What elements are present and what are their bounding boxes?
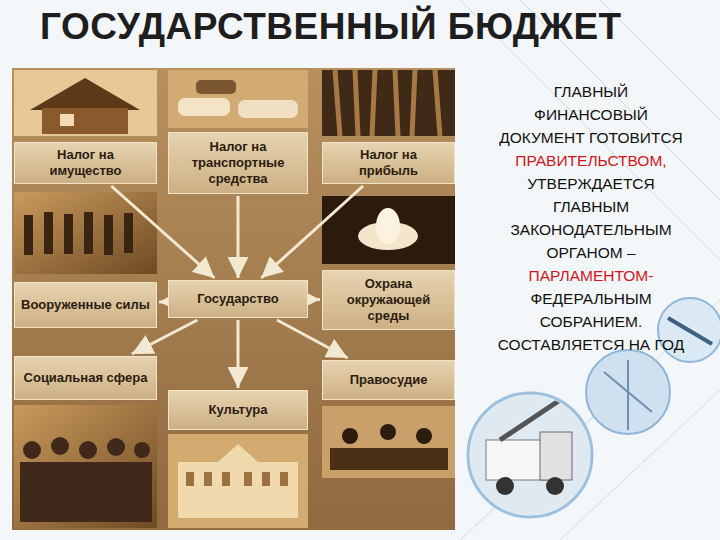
photo-cloth (322, 70, 455, 136)
photo-people (14, 405, 157, 528)
note-text: ГЛАВНЫЙ ФИНАНСОВЫЙ ДОКУМЕНТ ГОТОВИТСЯ ПР… (497, 80, 685, 356)
background-lines (460, 0, 720, 540)
tax-box: Налог на транспортные средства (168, 132, 308, 194)
note-line: УТВЕРЖДАЕТСЯ ГЛАВНЫМ ЗАКОНОДАТЕЛЬНЫМ ОРГ… (510, 175, 671, 261)
photo-circles (468, 298, 720, 518)
expense-box: Вооруженные силы (14, 282, 157, 328)
note-line: ФЕДЕРАЛЬНЫМ СОБРАНИЕМ. СОСТАВЛЯЕТСЯ НА Г… (498, 290, 684, 353)
box-text: Налог на прибыль (329, 147, 448, 179)
photo-house (14, 70, 157, 136)
arrow (310, 298, 320, 301)
expense-box: Охрана окружающей среды (322, 270, 455, 330)
box-text: Охрана окружающей среды (329, 276, 448, 324)
photo-court (322, 406, 455, 478)
box-text: Культура (208, 402, 267, 418)
photo-palace (168, 434, 308, 528)
highlight-text: ПАРЛАМЕНТОМ- (529, 267, 654, 284)
box-text: Налог на транспортные средства (175, 139, 301, 187)
box-text: Налог на имущество (21, 147, 150, 179)
photo-soldiers (14, 192, 157, 274)
expense-box: Культура (168, 390, 308, 430)
highlight-text: ПРАВИТЕЛЬСТВОМ, (515, 152, 666, 169)
arrow (111, 186, 214, 278)
expense-box: Правосудие (322, 360, 455, 400)
tax-box: Налог на прибыль (322, 142, 455, 184)
tax-box: Налог на имущество (14, 142, 157, 184)
box-text: Правосудие (350, 372, 428, 388)
arrow (159, 300, 166, 303)
note-line: ГЛАВНЫЙ ФИНАНСОВЫЙ ДОКУМЕНТ ГОТОВИТСЯ (499, 83, 683, 146)
arrow (237, 320, 240, 388)
arrow (261, 186, 363, 278)
box-text: Социальная сфера (24, 370, 148, 386)
box-text: Государство (197, 291, 278, 307)
state-box: Государство (168, 280, 308, 318)
panel (12, 68, 455, 530)
box-text: Вооруженные силы (21, 297, 150, 313)
title: ГОСУДАРСТВЕННЫЙ БЮДЖЕТ (40, 6, 622, 48)
expense-box: Социальная сфера (14, 356, 157, 400)
photo-cars (168, 70, 308, 128)
arrow (237, 196, 240, 278)
